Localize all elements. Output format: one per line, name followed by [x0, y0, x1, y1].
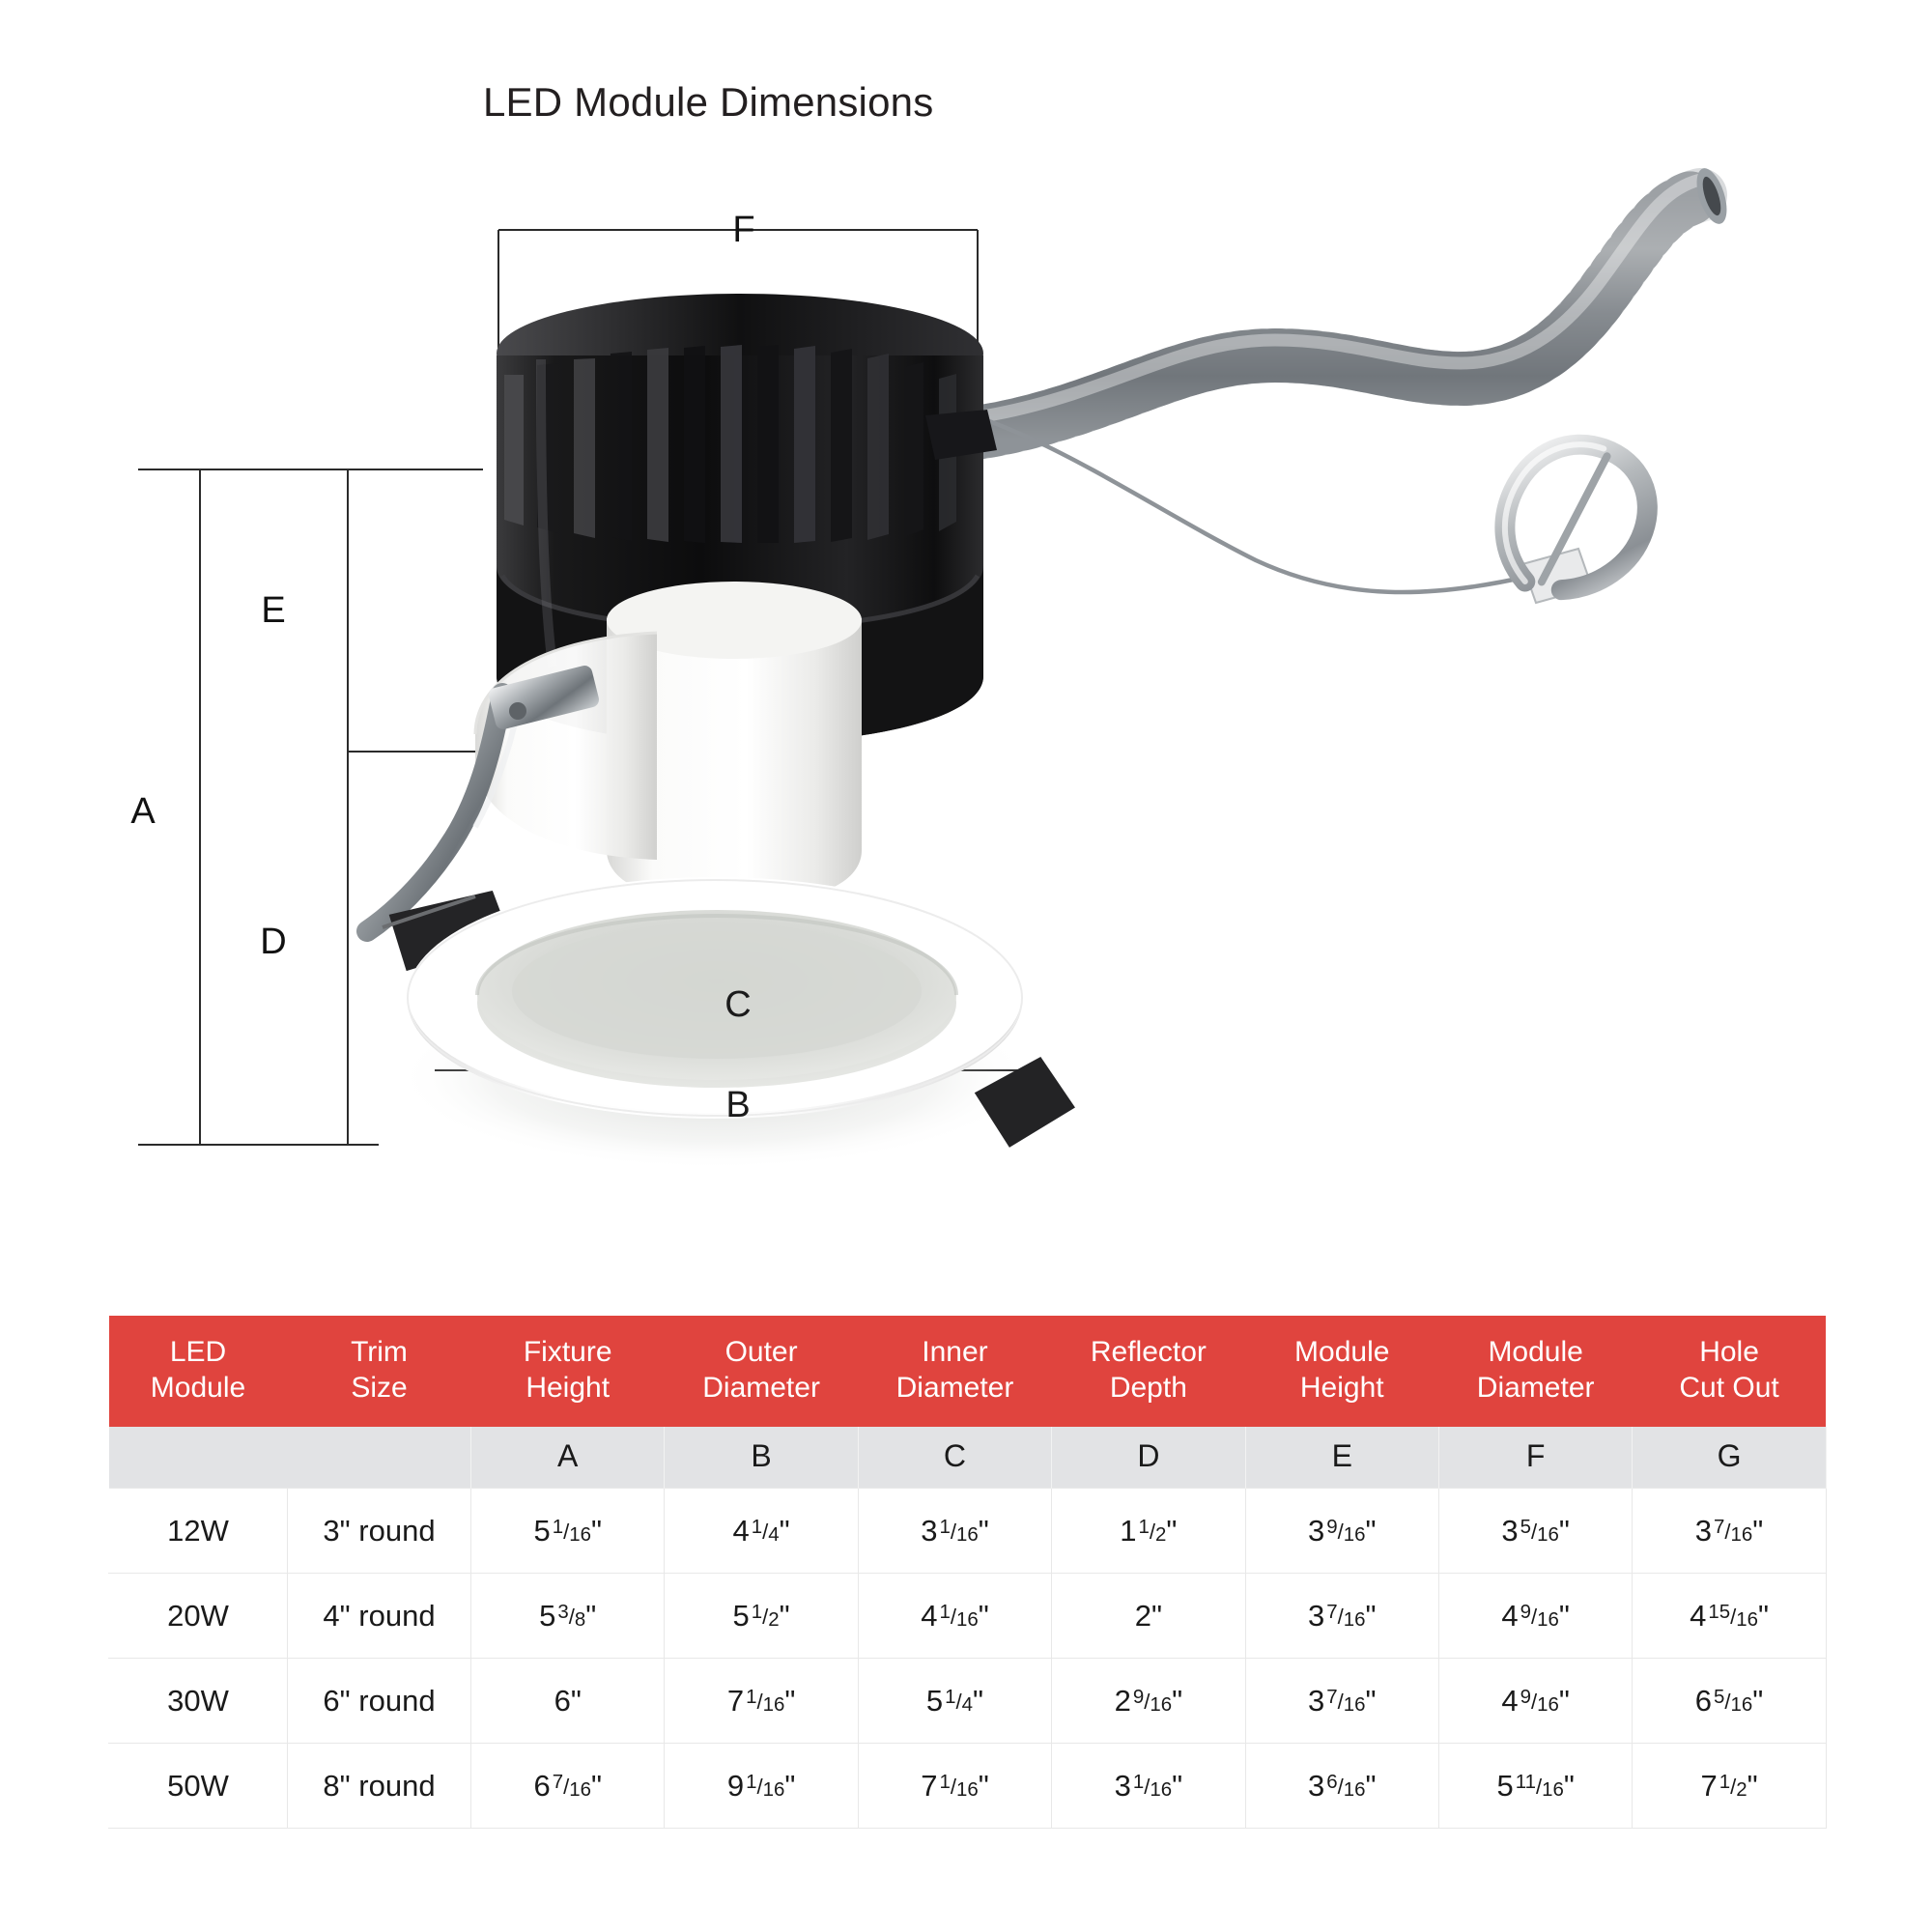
letter-G: G [1632, 1427, 1827, 1489]
led-module-dimensions-table: LED Module Trim Size Fixture Height Oute… [108, 1316, 1827, 1830]
header-line2: Diameter [702, 1371, 820, 1404]
cell-dimension-F: 49/16" [1437, 1658, 1634, 1745]
mounting-tab [974, 1056, 1075, 1148]
header-reflector-depth: Reflector Depth [1051, 1316, 1246, 1428]
cell-dimension-E: 37/16" [1244, 1658, 1439, 1745]
header-line1: Trim [351, 1336, 408, 1368]
cell-led-module: 50W [108, 1743, 288, 1830]
cell-dimension-B: 51/2" [664, 1573, 859, 1660]
letter-A: A [469, 1427, 666, 1489]
cell-trim-size: 4" round [287, 1573, 471, 1660]
cell-dimension-D: 29/16" [1051, 1658, 1246, 1745]
header-line2: Depth [1109, 1371, 1187, 1404]
header-line1: Reflector [1090, 1336, 1207, 1368]
header-fixture-height: Fixture Height [470, 1316, 665, 1428]
product-illustration [356, 168, 1727, 1170]
cell-trim-size: 3" round [287, 1488, 471, 1575]
cell-trim-size: 8" round [287, 1743, 471, 1830]
cell-dimension-F: 511/16" [1437, 1743, 1634, 1830]
header-line2: Size [351, 1371, 408, 1404]
cell-dimension-A: 53/8" [469, 1573, 666, 1660]
letter-blank-1 [108, 1427, 288, 1489]
cell-led-module: 30W [108, 1658, 288, 1745]
header-line1: Fixture [523, 1336, 612, 1368]
page-title: LED Module Dimensions [483, 79, 934, 125]
cell-dimension-F: 49/16" [1437, 1573, 1634, 1660]
cell-dimension-E: 36/16" [1244, 1743, 1439, 1830]
header-line1: Hole [1699, 1336, 1759, 1368]
header-module-diameter: Module Diameter [1438, 1316, 1633, 1428]
trim-flange [407, 877, 1023, 1119]
flexible-conduit [876, 168, 1727, 467]
cell-dimension-D: 2" [1051, 1573, 1246, 1660]
dimension-label-C: C [724, 984, 752, 1025]
cooling-fins [504, 345, 956, 543]
letter-blank-2 [287, 1427, 471, 1489]
cell-led-module: 12W [108, 1488, 288, 1575]
dimension-label-B: B [725, 1085, 751, 1125]
cell-dimension-B: 71/16" [664, 1658, 859, 1745]
header-inner-diameter: Inner Diameter [858, 1316, 1052, 1428]
dimension-label-F: F [732, 210, 755, 250]
header-line1: Module [1294, 1336, 1390, 1368]
cell-dimension-C: 51/4" [857, 1658, 1053, 1745]
letter-D: D [1051, 1427, 1246, 1489]
header-line2: Cut Out [1679, 1371, 1779, 1404]
header-line1: Module [1488, 1336, 1583, 1368]
cell-dimension-G: 415/16" [1632, 1573, 1827, 1660]
letter-F: F [1437, 1427, 1634, 1489]
table-header: LED Module Trim Size Fixture Height Oute… [108, 1316, 1827, 1489]
cell-dimension-G: 71/2" [1632, 1743, 1827, 1830]
cell-led-module: 20W [108, 1573, 288, 1660]
header-line2: Diameter [895, 1371, 1014, 1404]
header-outer-diameter: Outer Diameter [664, 1316, 859, 1428]
cell-dimension-F: 35/16" [1437, 1488, 1634, 1575]
header-line1: Outer [724, 1336, 798, 1368]
cell-dimension-D: 11/2" [1051, 1488, 1246, 1575]
cell-dimension-A: 6" [469, 1658, 666, 1745]
dimension-label-A: A [130, 791, 156, 832]
cell-dimension-C: 41/16" [857, 1573, 1053, 1660]
carabiner [1494, 434, 1658, 601]
letter-C: C [857, 1427, 1053, 1489]
header-module-height: Module Height [1245, 1316, 1439, 1428]
cell-dimension-A: 51/16" [469, 1488, 666, 1575]
cell-dimension-G: 65/16" [1632, 1658, 1827, 1745]
header-trim-size: Trim Size [287, 1316, 471, 1428]
dimension-label-D: D [260, 922, 287, 962]
letter-B: B [664, 1427, 859, 1489]
led-module-diagram: F E A D C B [130, 168, 1727, 1170]
header-line2: Height [1299, 1371, 1384, 1404]
cell-dimension-B: 91/16" [664, 1743, 859, 1830]
diagram-svg [138, 168, 1727, 1170]
dimension-label-E: E [261, 590, 286, 631]
header-line1: LED [169, 1336, 227, 1368]
cell-dimension-C: 31/16" [857, 1488, 1053, 1575]
safety-cable [907, 397, 1658, 605]
header-hole-cut-out: Hole Cut Out [1632, 1316, 1827, 1428]
header-led-module: LED Module [108, 1316, 288, 1428]
cell-dimension-E: 39/16" [1244, 1488, 1439, 1575]
torsion-spring-clip [356, 666, 599, 972]
cell-trim-size: 6" round [287, 1658, 471, 1745]
cell-dimension-D: 31/16" [1051, 1743, 1246, 1830]
header-line1: Inner [922, 1336, 988, 1368]
letter-E: E [1244, 1427, 1439, 1489]
header-row-titles: LED Module Trim Size Fixture Height Oute… [108, 1316, 1827, 1428]
header-line2: Diameter [1476, 1371, 1595, 1404]
cell-dimension-A: 67/16" [469, 1743, 666, 1830]
cell-dimension-E: 37/16" [1244, 1573, 1439, 1660]
header-line2: Height [526, 1371, 611, 1404]
cell-dimension-C: 71/16" [857, 1743, 1053, 1830]
header-row-letters: A B C D E F G [108, 1427, 1827, 1489]
cell-dimension-B: 41/4" [664, 1488, 859, 1575]
header-line2: Module [150, 1371, 246, 1404]
cell-dimension-G: 37/16" [1632, 1488, 1827, 1575]
